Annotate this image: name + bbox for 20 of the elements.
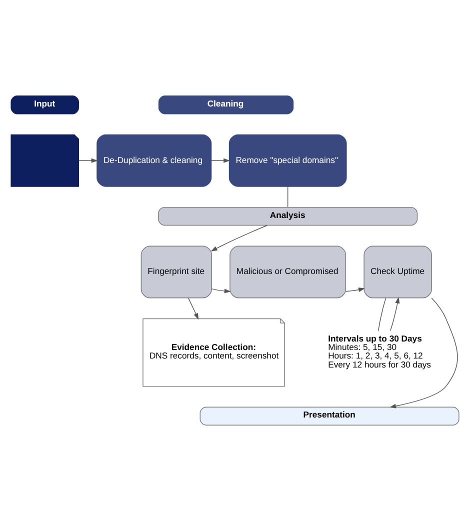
arrow: [389, 297, 458, 408]
node-box: Cleaning: [158, 95, 294, 114]
connector: [287, 186, 288, 207]
connector: [378, 297, 386, 331]
node-box: Fingerprint site: [140, 245, 212, 298]
node-box: Malicious or Compromised: [230, 245, 346, 298]
arrow: [210, 224, 268, 251]
arrow: [78, 158, 98, 162]
node-box: Check Uptime: [364, 245, 432, 298]
arrow: [390, 296, 400, 331]
node-box: Analysis: [158, 206, 418, 226]
node-text: Intervals up to 30 Days Minutes: 5, 15, 30 Hours: 1, 2, 3, 4, 5, 6, 12 Every 12 hours for 30 days: [328, 332, 431, 369]
arrow: [211, 288, 231, 293]
arrow: [210, 158, 230, 162]
node-box: Input: [10, 95, 79, 114]
arrow: [345, 287, 365, 292]
node-box: Presentation: [200, 406, 460, 425]
arrow: [188, 297, 199, 320]
node-box: De-Duplication & cleaning: [96, 134, 212, 186]
node-box: Remove "special domains": [228, 134, 347, 186]
